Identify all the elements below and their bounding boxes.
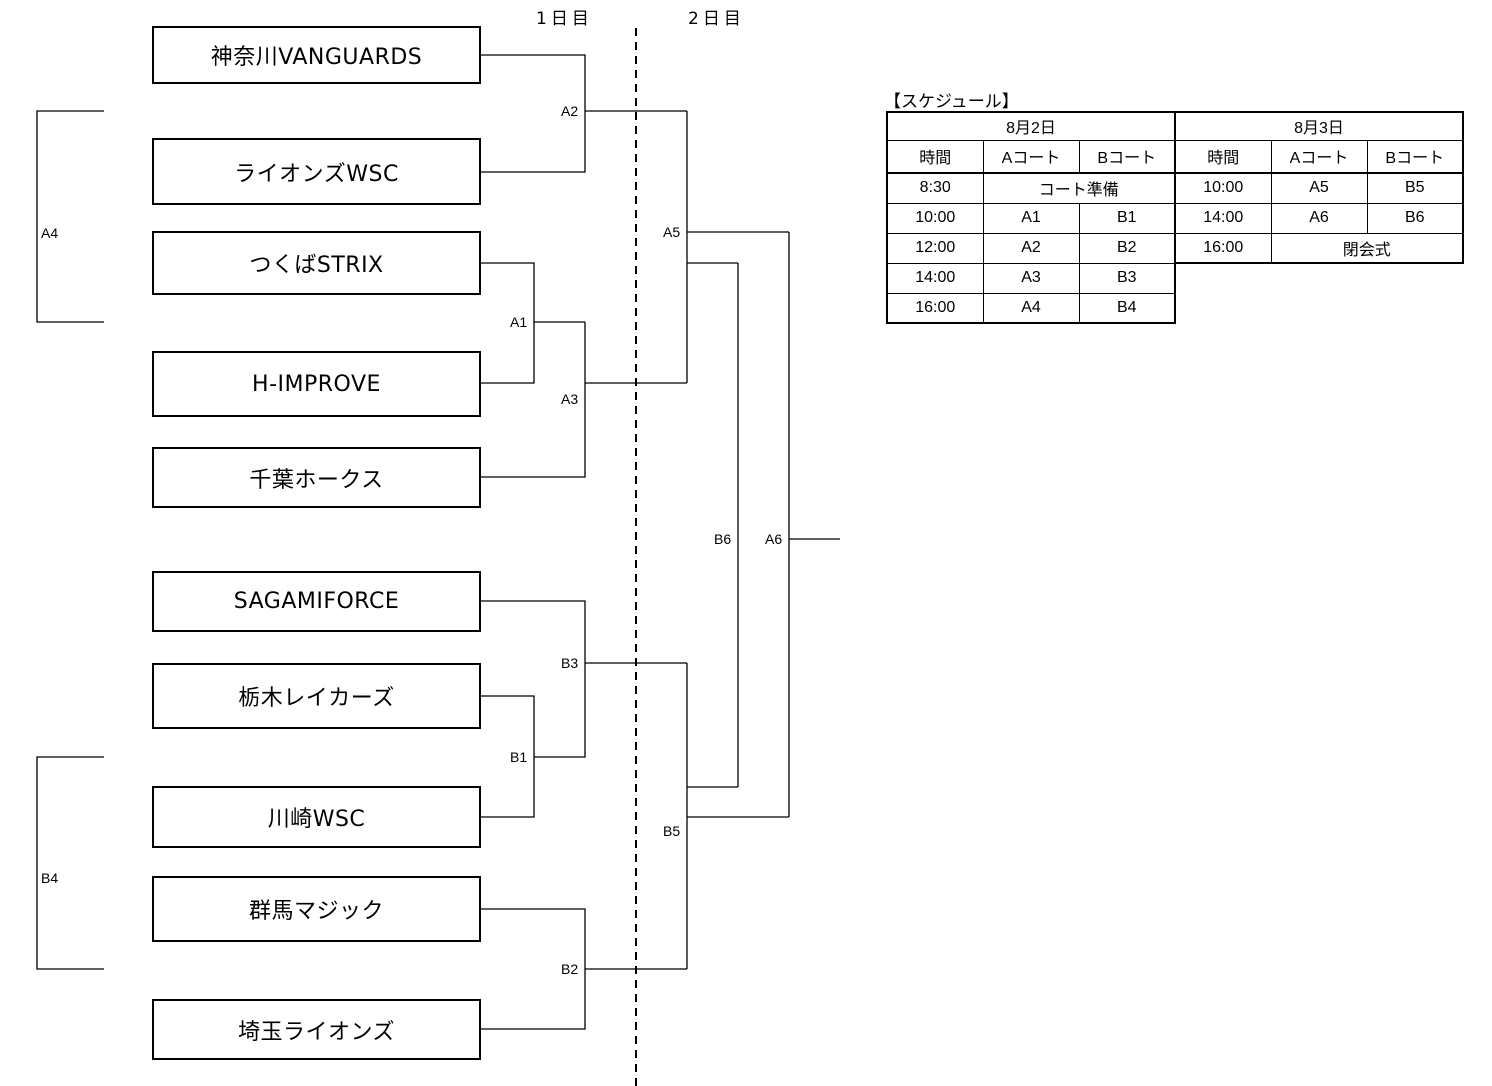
team-box: SAGAMIFORCE: [152, 571, 481, 632]
column-header: Aコート: [982, 139, 1080, 174]
schedule-date: 8月2日: [886, 111, 1176, 141]
schedule-date: 8月3日: [1174, 111, 1464, 141]
match-label-b4: B4: [40, 870, 60, 886]
match-cell: A6: [1270, 202, 1368, 234]
match-cell: B4: [1078, 292, 1176, 324]
match-cell: B3: [1078, 262, 1176, 294]
match-cell: A1: [982, 202, 1080, 234]
day2-label: 2日目: [688, 9, 745, 29]
match-cell: B2: [1078, 232, 1176, 264]
match-label-b1: B1: [509, 749, 529, 765]
time-cell: 16:00: [1174, 232, 1272, 264]
match-label-a3: A3: [560, 391, 580, 407]
team-box: 埼玉ライオンズ: [152, 999, 481, 1060]
match-cell: B6: [1366, 202, 1464, 234]
match-label-b6: B6: [713, 531, 733, 547]
team-box: 神奈川VANGUARDS: [152, 26, 481, 84]
team-box: 栃木レイカーズ: [152, 663, 481, 729]
team-box: H-IMPROVE: [152, 351, 481, 417]
column-header: Aコート: [1270, 139, 1368, 174]
time-cell: 12:00: [886, 232, 984, 264]
match-cell: A3: [982, 262, 1080, 294]
time-cell: 10:00: [1174, 172, 1272, 204]
match-cell: B5: [1366, 172, 1464, 204]
column-header: Bコート: [1078, 139, 1176, 174]
time-cell: 10:00: [886, 202, 984, 234]
match-label-a6: A6: [764, 531, 784, 547]
match-cell: A4: [982, 292, 1080, 324]
column-header: 時間: [886, 139, 984, 174]
column-header: 時間: [1174, 139, 1272, 174]
team-box: 千葉ホークス: [152, 447, 481, 508]
match-label-a5: A5: [662, 224, 682, 240]
match-label-b5: B5: [662, 823, 682, 839]
time-cell: 16:00: [886, 292, 984, 324]
match-cell: B1: [1078, 202, 1176, 234]
match-label-b3: B3: [560, 655, 580, 671]
event-cell: 閉会式: [1270, 232, 1464, 264]
match-label-a4: A4: [40, 225, 60, 241]
column-header: Bコート: [1366, 139, 1464, 174]
match-label-a1: A1: [509, 314, 529, 330]
event-cell: コート準備: [982, 172, 1176, 204]
schedule-title: 【スケジュール】: [884, 92, 1019, 112]
schedule-table-day2: 8月3日 時間 Aコート Bコート 10:00 A5 B5 14:00 A6 B…: [1174, 111, 1464, 264]
team-box: 川崎WSC: [152, 786, 481, 848]
team-box: 群馬マジック: [152, 876, 481, 942]
team-box: ライオンズWSC: [152, 138, 481, 205]
day1-label: 1日目: [536, 9, 593, 29]
match-cell: A2: [982, 232, 1080, 264]
match-cell: A5: [1270, 172, 1368, 204]
team-box: つくばSTRIX: [152, 231, 481, 295]
time-cell: 14:00: [886, 262, 984, 294]
match-label-b2: B2: [560, 961, 580, 977]
time-cell: 14:00: [1174, 202, 1272, 234]
match-label-a2: A2: [560, 103, 580, 119]
time-cell: 8:30: [886, 172, 984, 204]
schedule-table-day1: 8月2日 時間 Aコート Bコート 8:30 コート準備 10:00 A1 B1…: [886, 111, 1176, 324]
